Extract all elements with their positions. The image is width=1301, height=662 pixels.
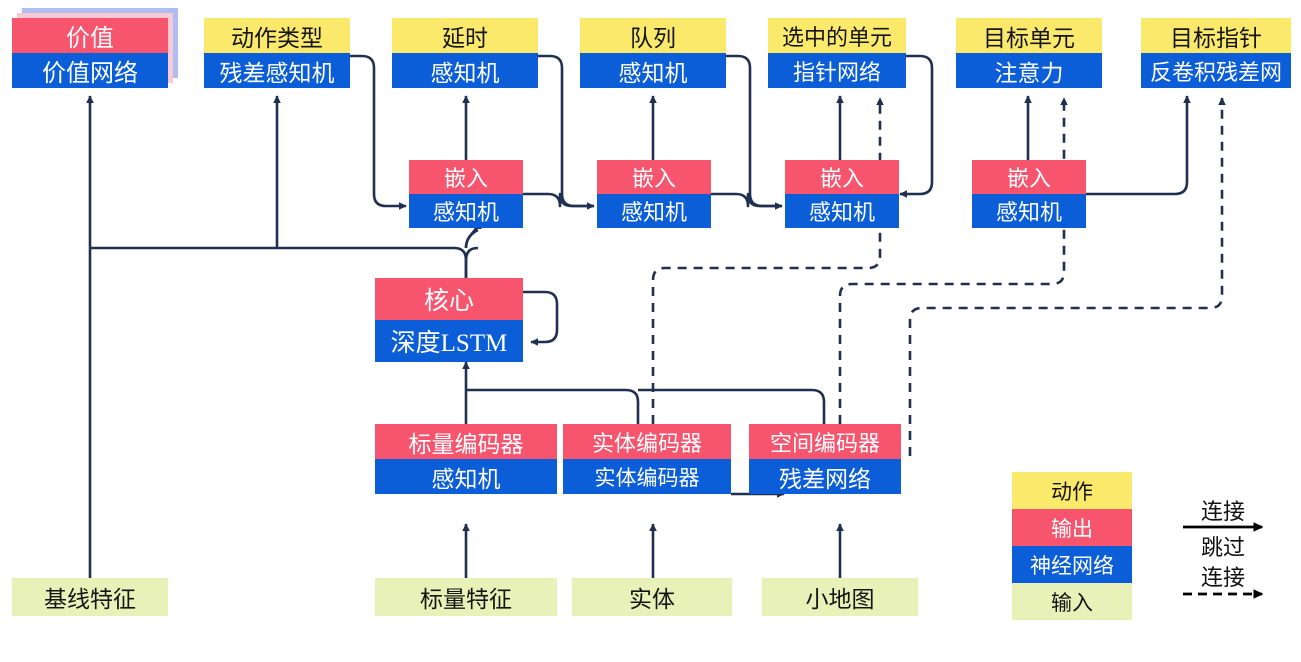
legend-connection-label: 连接	[1200, 499, 1245, 524]
node-spatial-encoder[interactable]: 空间编码器 残差网络	[749, 424, 901, 494]
node-selected-units[interactable]: 选中的单元 指针网络	[768, 18, 906, 88]
node-entity-encoder-top: 实体编码器	[563, 424, 731, 459]
wire-embed4-to-targetpoint	[1086, 95, 1191, 196]
node-embed-3[interactable]: 嵌入 感知机	[785, 160, 899, 228]
node-entity-encoder-bottom: 实体编码器	[563, 459, 731, 494]
node-queue[interactable]: 队列 感知机	[580, 18, 726, 88]
node-action-type-bottom: 残差感知机	[204, 53, 350, 88]
node-core[interactable]: 核心 深度LSTM	[375, 278, 523, 362]
node-action-type[interactable]: 动作类型 残差感知机	[204, 18, 350, 88]
node-value-top: 价值	[12, 18, 168, 53]
skip-entity-to-selected	[651, 97, 884, 456]
node-input-minimap[interactable]: 小地图	[762, 578, 918, 616]
node-embed-3-bottom: 感知机	[785, 194, 899, 228]
node-target-unit[interactable]: 目标单元 注意力	[956, 18, 1102, 88]
node-embed-4-bottom: 感知机	[972, 194, 1086, 228]
node-value-bottom: 价值网络	[12, 53, 168, 88]
node-input-baseline-features[interactable]: 基线特征	[12, 578, 168, 616]
wire-embed2-to-embed3	[711, 192, 783, 210]
node-selected-units-top: 选中的单元	[768, 18, 906, 53]
node-selected-units-bottom: 指针网络	[768, 53, 906, 88]
legend-skip-label-line1: 跳过	[1200, 535, 1245, 560]
legend-swatch-output: 输出	[1012, 509, 1132, 546]
node-target-point[interactable]: 目标指针 反卷积残差网	[1141, 18, 1291, 88]
node-scalar-encoder[interactable]: 标量编码器 感知机	[375, 424, 557, 494]
node-target-unit-bottom: 注意力	[956, 53, 1102, 88]
node-input-entities[interactable]: 实体	[572, 578, 732, 616]
node-core-top: 核心	[375, 278, 523, 320]
node-value[interactable]: 价值 价值网络	[12, 18, 168, 88]
node-spatial-encoder-top: 空间编码器	[749, 424, 901, 459]
node-scalar-encoder-top: 标量编码器	[375, 424, 557, 459]
node-target-point-top: 目标指针	[1141, 18, 1291, 53]
node-embed-2-bottom: 感知机	[597, 194, 711, 228]
node-core-bottom: 深度LSTM	[375, 320, 523, 362]
node-scalar-encoder-bottom: 感知机	[375, 459, 557, 494]
node-embed-1[interactable]: 嵌入 感知机	[409, 160, 523, 228]
node-embed-2[interactable]: 嵌入 感知机	[597, 160, 711, 228]
node-embed-4[interactable]: 嵌入 感知机	[972, 160, 1086, 228]
wire-core-to-left-bus	[90, 246, 468, 278]
node-queue-bottom: 感知机	[580, 53, 726, 88]
legend-skip-label-line2: 连接	[1200, 565, 1245, 590]
node-embed-1-top: 嵌入	[409, 160, 523, 194]
wire-embed1-to-embed2	[523, 192, 595, 210]
node-embed-4-top: 嵌入	[972, 160, 1086, 194]
node-entity-encoder[interactable]: 实体编码器 实体编码器	[563, 424, 731, 494]
legend-swatch-network: 神经网络	[1012, 546, 1132, 583]
node-target-unit-top: 目标单元	[956, 18, 1102, 53]
node-embed-3-top: 嵌入	[785, 160, 899, 194]
wire-core-self-loop	[523, 290, 559, 346]
node-action-type-top: 动作类型	[204, 18, 350, 53]
legend-swatch-stack: 动作 输出 神经网络 输入	[1012, 472, 1132, 620]
node-input-scalar-features[interactable]: 标量特征	[375, 578, 557, 616]
legend-swatch-input: 输入	[1012, 583, 1132, 620]
node-embed-1-bottom: 感知机	[409, 194, 523, 228]
node-delay-bottom: 感知机	[392, 53, 538, 88]
node-target-point-bottom: 反卷积残差网	[1141, 53, 1291, 88]
node-embed-2-top: 嵌入	[597, 160, 711, 194]
wire-core-bus-right-stub	[464, 246, 479, 278]
node-delay[interactable]: 延时 感知机	[392, 18, 538, 88]
node-spatial-encoder-bottom: 残差网络	[749, 459, 901, 494]
skip-spatial-to-targetpoint	[908, 97, 1226, 456]
node-queue-top: 队列	[580, 18, 726, 53]
node-delay-top: 延时	[392, 18, 538, 53]
wire-bus-to-embed1-curve	[464, 228, 479, 249]
skip-spatial-to-targetunit	[838, 97, 1068, 456]
legend-swatch-action: 动作	[1012, 472, 1132, 509]
